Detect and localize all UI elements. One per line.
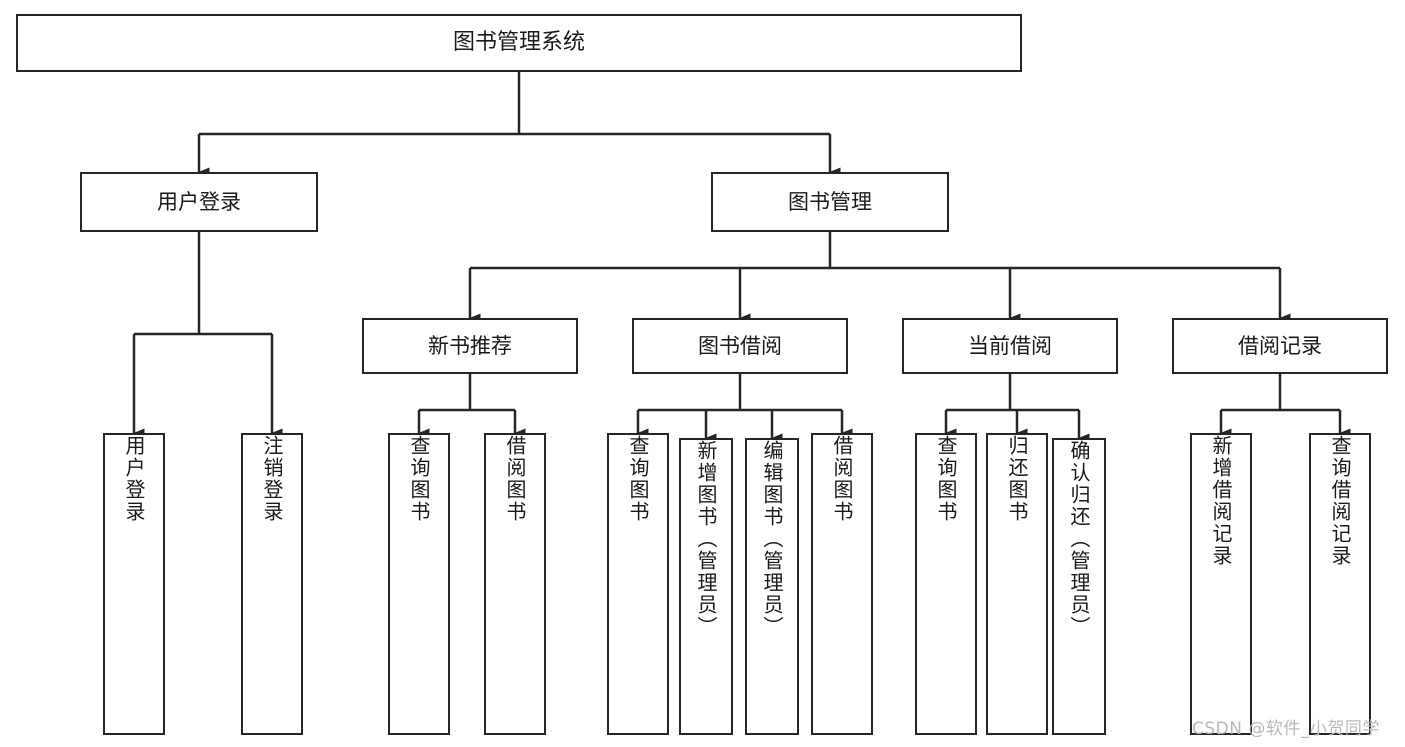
leaf-query-book-borrow-label: 查询图书 (626, 435, 650, 523)
node-book-manage[interactable]: 图书管理 (711, 172, 949, 232)
node-book-borrow-label: 图书借阅 (698, 333, 782, 358)
node-current-borrow[interactable]: 当前借阅 (902, 318, 1118, 374)
leaf-query-book-current-label: 查询图书 (934, 435, 958, 523)
leaf-user-login-label: 用户登录 (122, 435, 146, 523)
leaf-add-book-label: 新增图书（管理员） (694, 440, 718, 638)
node-user-login-label: 用户登录 (157, 189, 241, 214)
node-root-label: 图书管理系统 (452, 30, 585, 56)
leaf-confirm-return-label: 确认归还（管理员） (1067, 440, 1091, 638)
leaf-query-book-recommend-label: 查询图书 (407, 435, 431, 523)
leaf-borrow-book-recommend[interactable]: 借阅图书 (484, 433, 546, 735)
leaf-borrow-book-recommend-label: 借阅图书 (503, 435, 527, 523)
leaf-logout[interactable]: 注销登录 (241, 433, 303, 735)
node-new-book-recommend-label: 新书推荐 (428, 333, 512, 358)
leaf-add-book[interactable]: 新增图书（管理员） (679, 438, 733, 735)
node-book-manage-label: 图书管理 (788, 189, 872, 214)
leaf-return-book[interactable]: 归还图书 (986, 433, 1048, 735)
leaf-user-login[interactable]: 用户登录 (103, 433, 165, 735)
node-borrow-records[interactable]: 借阅记录 (1172, 318, 1388, 374)
csdn-watermark: CSDN @软件_小贺同学 (1192, 719, 1380, 739)
leaf-logout-label: 注销登录 (260, 435, 284, 523)
leaf-edit-book-label: 编辑图书（管理员） (760, 440, 784, 638)
leaf-borrow-book-label: 借阅图书 (830, 435, 854, 523)
node-book-borrow[interactable]: 图书借阅 (632, 318, 848, 374)
leaf-confirm-return[interactable]: 确认归还（管理员） (1052, 438, 1106, 735)
leaf-return-book-label: 归还图书 (1005, 435, 1029, 523)
leaf-borrow-book[interactable]: 借阅图书 (811, 433, 873, 735)
node-current-borrow-label: 当前借阅 (968, 333, 1052, 358)
node-user-login[interactable]: 用户登录 (80, 172, 318, 232)
leaf-add-borrow-record[interactable]: 新增借阅记录 (1190, 433, 1252, 735)
leaf-edit-book[interactable]: 编辑图书（管理员） (745, 438, 799, 735)
leaf-query-book-borrow[interactable]: 查询图书 (607, 433, 669, 735)
node-root[interactable]: 图书管理系统 (16, 14, 1022, 72)
node-borrow-records-label: 借阅记录 (1238, 333, 1322, 358)
leaf-query-book-current[interactable]: 查询图书 (915, 433, 977, 735)
node-new-book-recommend[interactable]: 新书推荐 (362, 318, 578, 374)
leaf-query-book-recommend[interactable]: 查询图书 (388, 433, 450, 735)
leaf-query-borrow-record-label: 查询借阅记录 (1328, 435, 1352, 567)
leaf-query-borrow-record[interactable]: 查询借阅记录 (1309, 433, 1371, 735)
leaf-add-borrow-record-label: 新增借阅记录 (1209, 435, 1233, 567)
